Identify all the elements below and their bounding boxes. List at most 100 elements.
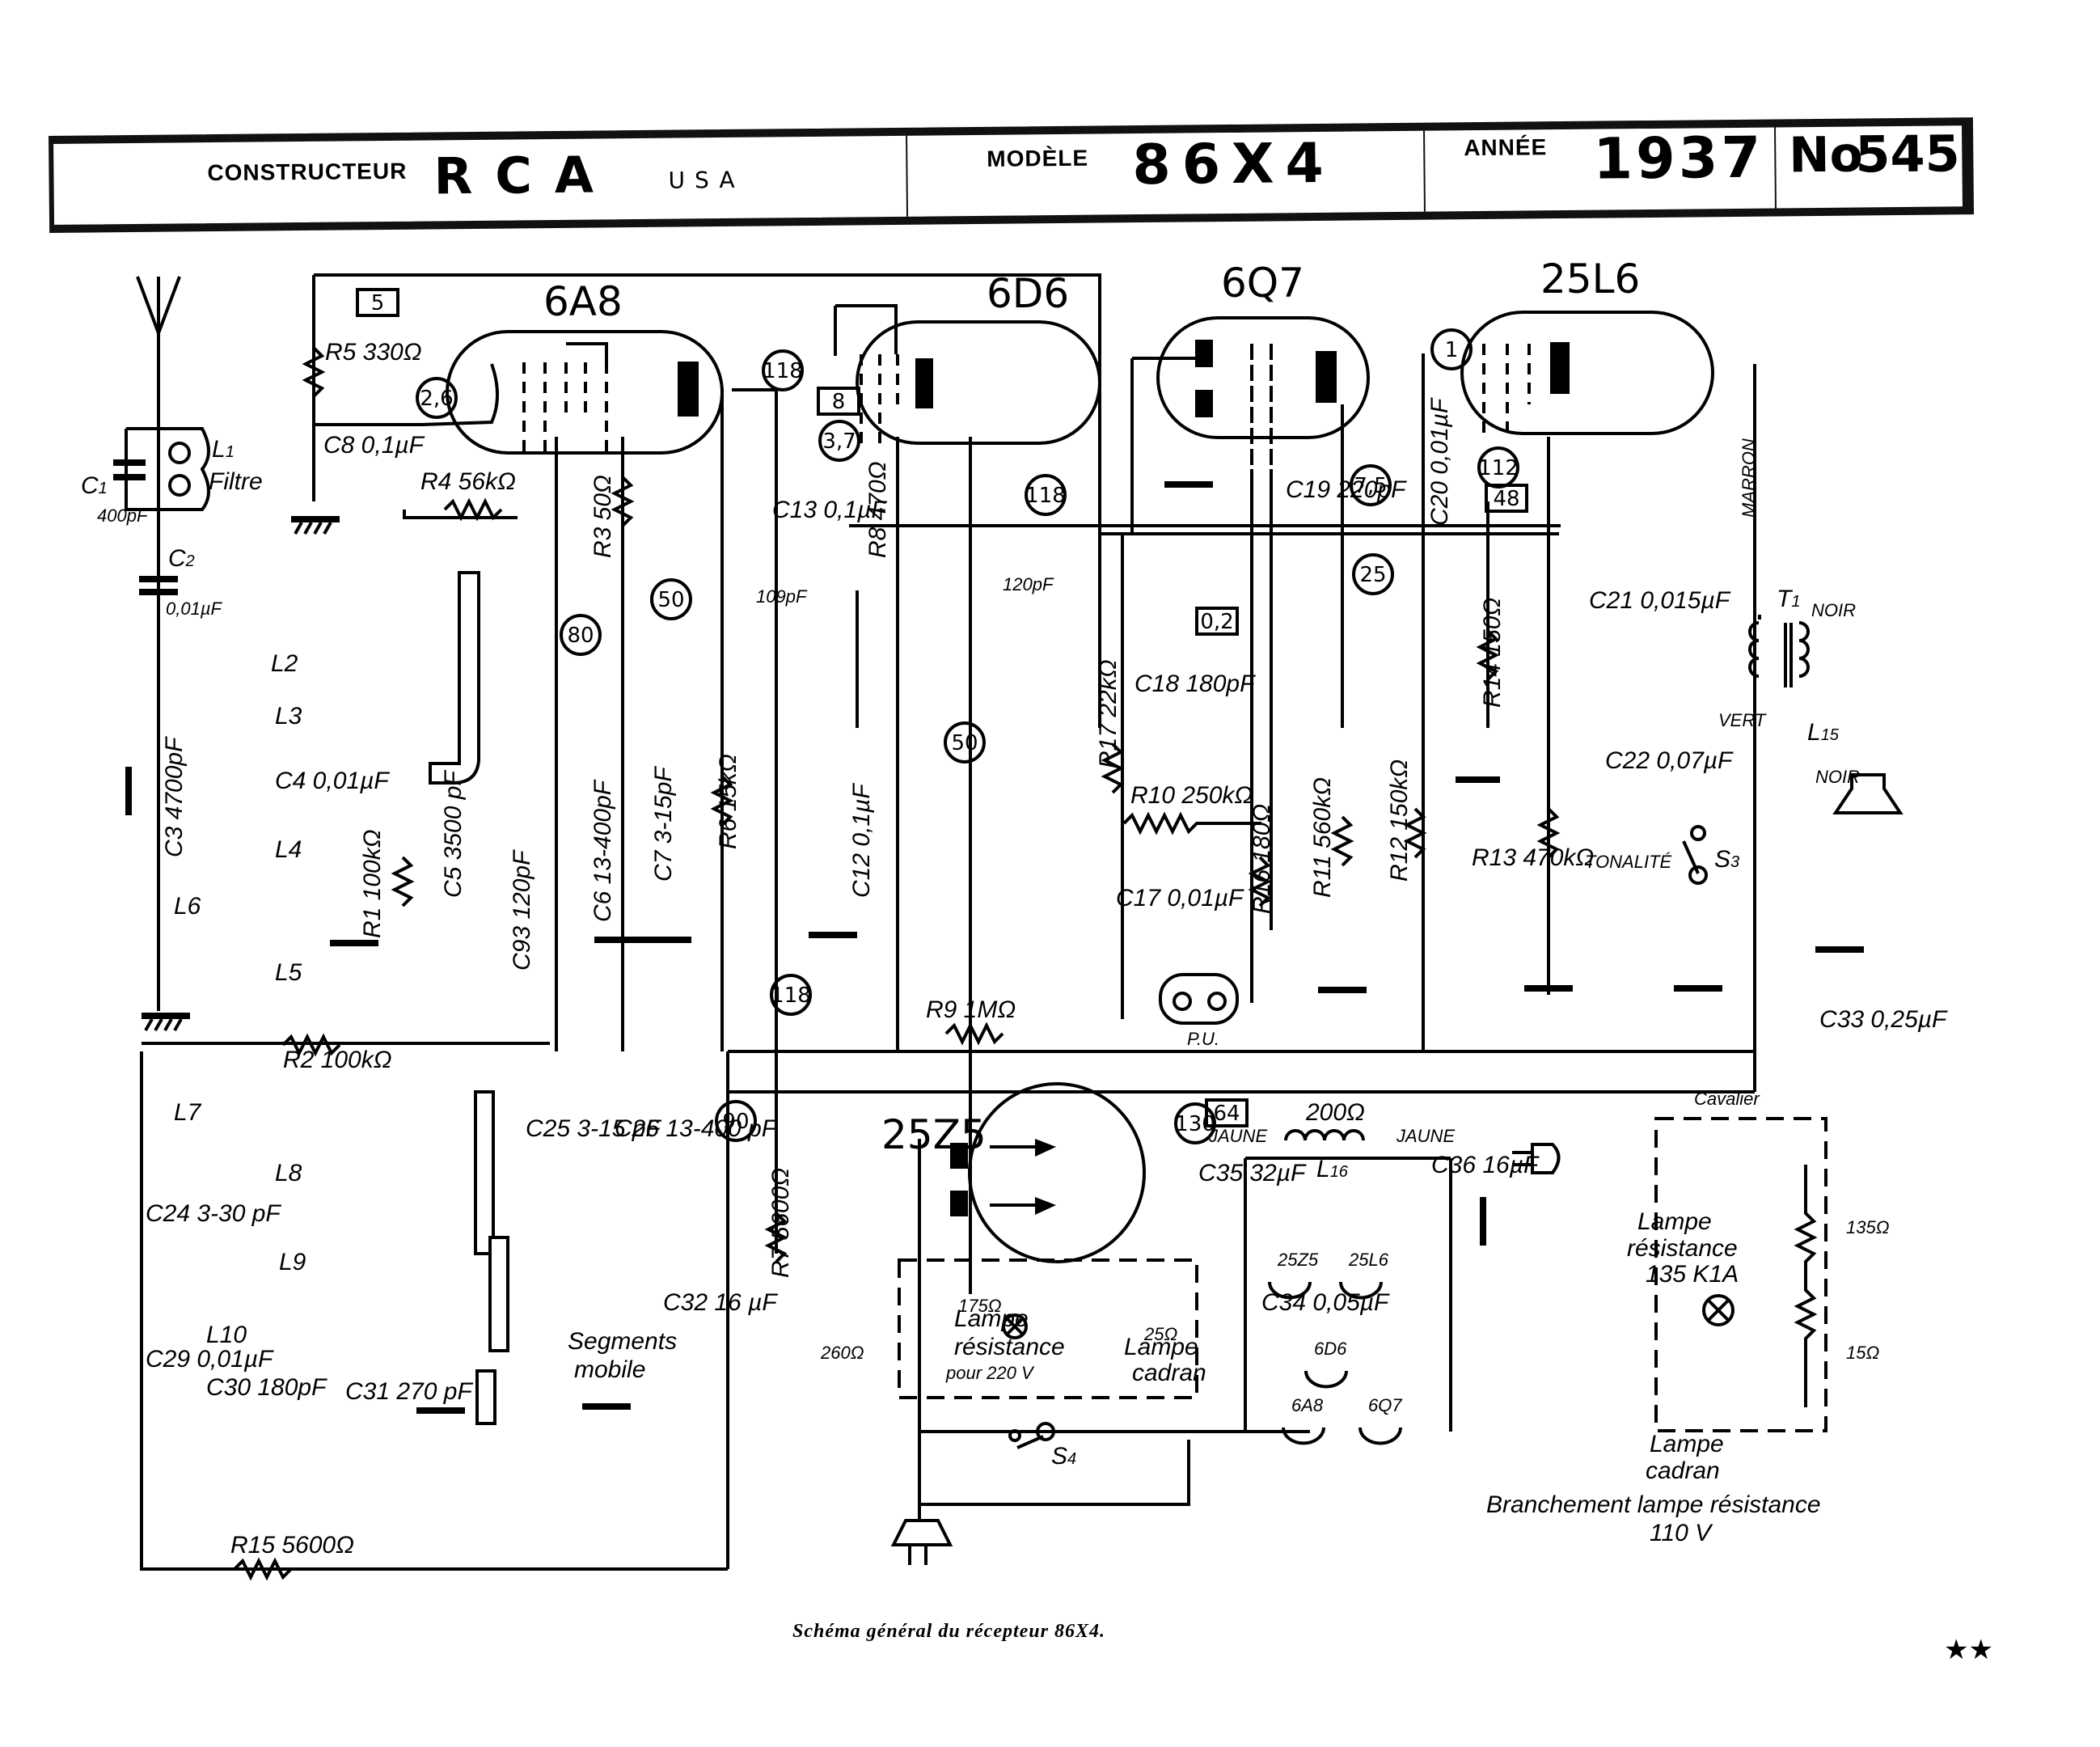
ground-icon — [1318, 987, 1367, 993]
voltage-tag-circled: 80 — [560, 614, 602, 656]
page-mark-stars: ★★ — [1944, 1635, 1993, 1665]
l15-label: L15 — [1807, 719, 1840, 746]
resistor-label-r1: R1 100kΩ — [359, 829, 386, 938]
dial-lamp-icon — [1002, 1313, 1028, 1339]
resistor-r14 — [1476, 629, 1500, 681]
resistor-label-r17: R17 22kΩ — [1095, 659, 1122, 768]
resistor-r10-pot — [1122, 811, 1261, 835]
resistor-r2 — [281, 1033, 341, 1057]
ground-icon — [1164, 481, 1213, 488]
resistor-label-r10: R10 250kΩ — [1130, 782, 1253, 809]
t1-label: T1 — [1777, 586, 1800, 612]
resistor-label-r6: R6 15kΩ — [715, 754, 742, 849]
voltage-tag-value: 50 — [951, 731, 978, 755]
voltage-tag-circled: 7,5 — [1350, 464, 1392, 506]
voltage-tag-value: 64 — [1213, 1102, 1240, 1126]
branchement-label: Branchement lampe résistance — [1486, 1491, 1821, 1518]
tube-label-25l6: 25L6 — [1540, 256, 1640, 302]
l16-value: 200Ω — [1305, 1099, 1365, 1126]
r260-value: 260Ω — [820, 1343, 864, 1363]
mains-plug-icon-110 — [1512, 1143, 1561, 1174]
resistor-r12 — [1403, 807, 1427, 859]
voltage-tag-boxed: 8 — [817, 387, 860, 416]
capacitor-label-c29: C29 0,01µF — [146, 1346, 274, 1373]
heater-filament: 6Q7 — [1358, 1395, 1402, 1445]
voltage-tag-circled: 3,7 — [818, 420, 860, 462]
l1-filter-label: Filtre — [209, 468, 263, 495]
capacitor-label-c22: C22 0,07µF — [1605, 747, 1734, 774]
tonalite-switch-s3[interactable]: TONALITÉ S3 — [1585, 825, 1739, 885]
voltage-tag-circled: 130 — [1174, 1102, 1216, 1144]
speaker-icon: L15 NOIR — [1807, 719, 1904, 814]
lampe-cadran-label-2: cadran — [1132, 1360, 1206, 1386]
pu-jack[interactable]: P.U. — [1159, 973, 1239, 1049]
capacitor-label-c19: C19 220pF — [1286, 476, 1407, 503]
resistor-r4 — [443, 497, 503, 522]
s4-label: S4 — [1051, 1443, 1076, 1470]
heater-label: 25Z5 — [1277, 1250, 1319, 1270]
voltage-tag-value: 90 — [722, 1110, 749, 1134]
tube-6a8: 6A8 — [421, 278, 724, 455]
jaune-label: JAUNE — [1208, 1126, 1267, 1146]
antenna-icon — [136, 276, 181, 404]
voltage-tag-boxed: 64 — [1205, 1098, 1249, 1127]
switch-segment-3 — [488, 1236, 509, 1352]
mf-transformer-value: 109pF — [756, 586, 808, 607]
resistor-label-r16: R16 180Ω — [1249, 804, 1275, 914]
voltage-tag-value: 25 — [1359, 563, 1386, 587]
heater-label: 6D6 — [1314, 1339, 1347, 1359]
capacitor-label-c32: C32 16 µF — [663, 1289, 778, 1316]
tube-6q7: 6Q7 — [1132, 260, 1370, 469]
voltage-tag-value: 112 — [1478, 456, 1519, 480]
noir-label-2: NOIR — [1815, 767, 1860, 787]
lampe-cadran-label: Lampe — [1124, 1334, 1198, 1360]
ground-icon — [416, 1407, 465, 1414]
resistor-label-r8: R8 470Ω — [864, 461, 891, 558]
tube-label-6a8: 6A8 — [543, 278, 623, 325]
capacitor-label-c6: C6 13-400pF — [589, 779, 616, 922]
lampe-resistance-220-label-3: pour 220 V — [945, 1363, 1035, 1383]
resistor-label-r12: R12 150kΩ — [1386, 759, 1413, 882]
heater-label: 25L6 — [1348, 1250, 1389, 1270]
capacitor-label-c13: C13 0,1µF — [772, 497, 887, 523]
capacitor-label-c24: C24 3-30 pF — [146, 1200, 281, 1227]
inductor-label-l5: L5 — [275, 959, 302, 986]
voltage-tag-value: 48 — [1493, 487, 1519, 511]
inductor-label-l7: L7 — [174, 1099, 202, 1126]
inductor-label-l10: L10 — [206, 1322, 247, 1348]
voltage-tag-circled: 25 — [1352, 553, 1394, 595]
capacitor-label-c18: C18 180pF — [1135, 670, 1256, 697]
voltage-tag-value: 80 — [567, 624, 594, 648]
voltage-tag-boxed: 48 — [1485, 484, 1528, 513]
resistor-r6 — [710, 775, 734, 827]
r135-value: 135Ω — [1846, 1217, 1889, 1237]
capacitor-label-c33: C33 0,25µF — [1819, 1006, 1948, 1033]
resistor-r7 — [764, 1212, 788, 1263]
voltage-tag-circled: 2,6 — [416, 377, 458, 419]
ground-icon — [1815, 946, 1864, 953]
tube-25l6: 25L6 — [1460, 256, 1714, 435]
heater-filament: 6D6 — [1304, 1339, 1348, 1389]
heater-filament: 6A8 — [1282, 1395, 1325, 1445]
capacitor-label-c25: C25 3-15 pF — [526, 1115, 661, 1142]
c2-value: 0,01µF — [166, 599, 222, 619]
segments-label-2: mobile — [574, 1356, 645, 1383]
capacitor-label-c26: C26 13-400 pF — [615, 1115, 778, 1142]
l1-filter: L1 Filtre C1 400pF — [81, 404, 263, 1011]
capacitor-label-c93: C93 120pF — [509, 849, 535, 971]
capacitor-label-c8: C8 0,1µF — [323, 432, 425, 459]
voltage-tag-circled: 50 — [650, 578, 692, 620]
output-transformer-t1: T1 NOIR VERT MARRON — [1718, 438, 1856, 730]
ground-icon — [125, 767, 132, 815]
resistor-label-r7: R7 5600Ω — [767, 1168, 794, 1278]
resistor-r13 — [1536, 807, 1561, 859]
heater-filament: 25Z5 — [1268, 1250, 1319, 1300]
mf-transformer-value: 120pF — [1003, 574, 1054, 594]
voltage-tag-circled: 118 — [770, 974, 812, 1016]
voltage-tag-value: 3,7 — [822, 429, 856, 454]
voltage-tag-circled: 118 — [1025, 474, 1067, 516]
voltage-tag-circled: 50 — [944, 721, 986, 764]
capacitor-label-c34: C34 0,05µF — [1261, 1289, 1390, 1316]
resistor-r3 — [611, 476, 635, 527]
